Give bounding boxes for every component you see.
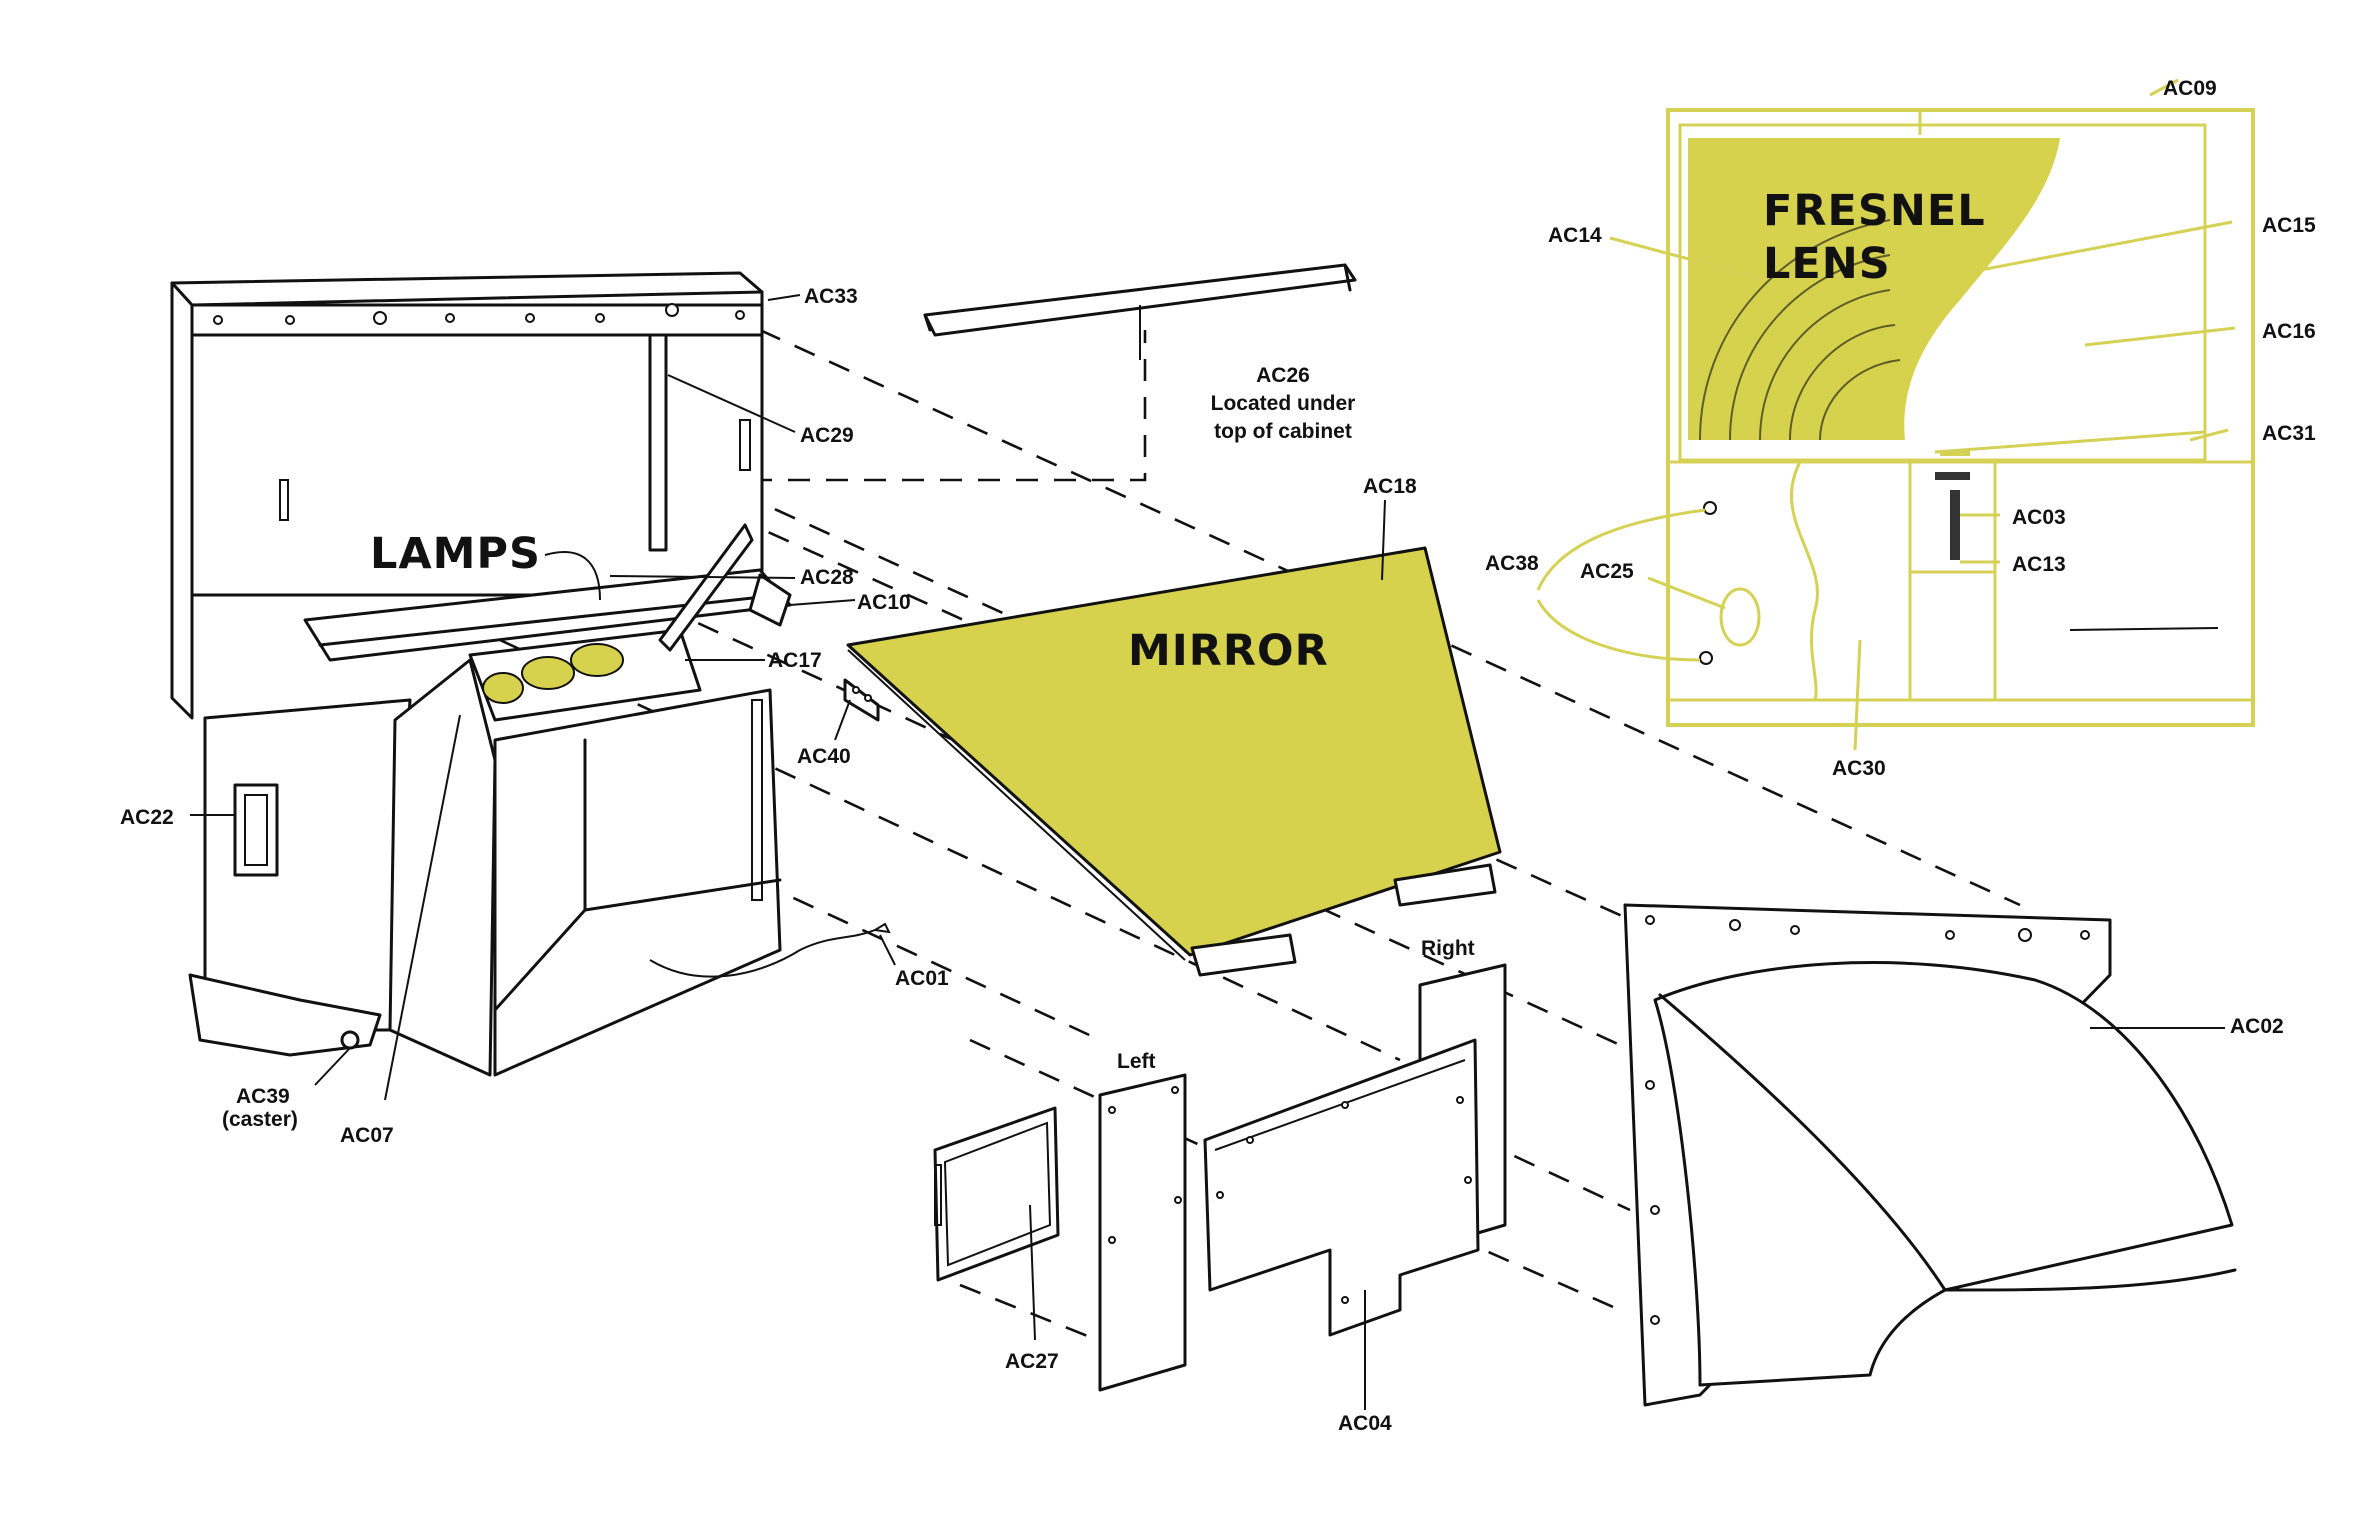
hood-holes	[1645, 915, 2090, 1325]
label-ac38: AC38	[1485, 552, 1539, 575]
callout-fresnel-line2: LENS	[1763, 239, 1891, 289]
label-right: Right	[1421, 937, 1475, 960]
label-ac28: AC28	[800, 566, 854, 589]
lamp-3	[570, 643, 624, 677]
side-panels	[933, 963, 1507, 1392]
cabinet	[170, 271, 891, 1077]
label-ac26-note1: Located under	[1211, 392, 1356, 415]
label-ac03: AC03	[2012, 506, 2066, 529]
label-ac25: AC25	[1580, 560, 1634, 583]
label-ac04: AC04	[1338, 1412, 1392, 1435]
label-ac16: AC16	[2262, 320, 2316, 343]
rear-hood-ac02	[1623, 903, 2237, 1407]
label-ac14: AC14	[1548, 224, 1602, 247]
label-ac40: AC40	[797, 745, 851, 768]
mirror	[843, 546, 1502, 977]
label-left: Left	[1117, 1050, 1156, 1073]
leader-lines	[190, 78, 2236, 1410]
label-ac27: AC27	[1005, 1350, 1059, 1373]
top-rail-holes	[213, 303, 745, 325]
label-ac10: AC10	[857, 591, 911, 614]
label-ac26: AC26	[1256, 364, 1310, 387]
label-ac07: AC07	[340, 1124, 394, 1147]
label-ac13: AC13	[2012, 553, 2066, 576]
fresnel-screen-assembly	[1666, 108, 2255, 727]
label-ac17: AC17	[768, 649, 822, 672]
label-ac26-note2: top of cabinet	[1214, 420, 1352, 443]
fresnel-grooves	[1699, 219, 1901, 441]
label-ac33: AC33	[804, 285, 858, 308]
label-ac15: AC15	[2262, 214, 2316, 237]
callout-mirror: MIRROR	[1128, 626, 1329, 676]
label-ac30: AC30	[1832, 757, 1886, 780]
callout-lamps: LAMPS	[370, 529, 541, 579]
label-ac29: AC29	[800, 424, 854, 447]
lamps	[482, 643, 624, 704]
angle-rail-ac26	[923, 263, 1357, 337]
label-ac39: AC39	[236, 1085, 290, 1108]
part-labels: AC33 AC29 AC28 AC10 AC17 AC40 AC22 AC01 …	[120, 77, 2316, 1435]
label-ac18: AC18	[1363, 475, 1417, 498]
label-ac02: AC02	[2230, 1015, 2284, 1038]
label-ac31: AC31	[2262, 422, 2316, 445]
label-ac01: AC01	[895, 967, 949, 990]
label-ac09: AC09	[2163, 77, 2217, 100]
lamp-1	[482, 672, 524, 704]
callout-fresnel-line1: FRESNEL	[1763, 186, 1986, 236]
label-ac22: AC22	[120, 806, 174, 829]
lamp-2	[521, 656, 575, 690]
label-ac39-note: (caster)	[222, 1108, 298, 1131]
